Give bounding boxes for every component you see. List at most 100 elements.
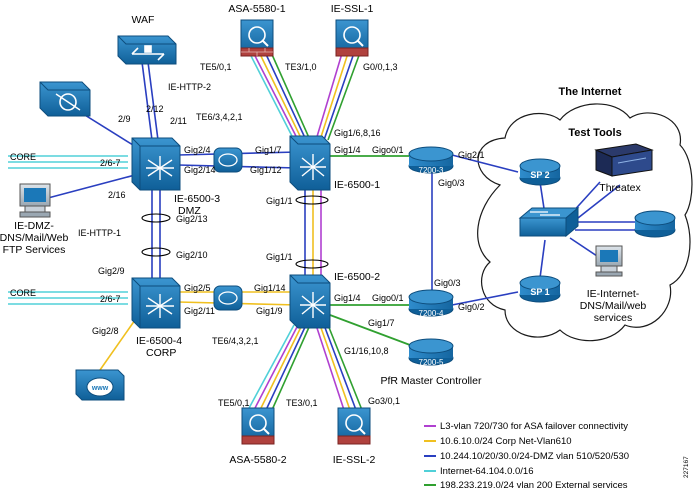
port-gig2-13: Gig2/13 bbox=[176, 214, 208, 224]
test-tools-title: Test Tools bbox=[568, 127, 621, 139]
port-gig0-3-top: Gig0/3 bbox=[438, 178, 465, 188]
waf-label: WAF bbox=[132, 14, 155, 26]
port-te3-0-1: TE3/0,1 bbox=[286, 398, 318, 408]
router-7200-4[interactable]: 7200-4 bbox=[408, 289, 454, 318]
port-2-9-top: 2/9 bbox=[118, 114, 131, 124]
ie-6500-3-switch[interactable] bbox=[131, 137, 181, 191]
core-top-label: CORE bbox=[10, 152, 36, 162]
port-gig1-4-bottom: Gig1/4 bbox=[334, 293, 361, 303]
router-7200-5[interactable]: 7200-5 bbox=[408, 338, 454, 367]
port-g0-0-1-3: G0/0,1,3 bbox=[363, 62, 398, 72]
port-go3-0-1: Go3/0,1 bbox=[368, 396, 400, 406]
corp-label: CORP bbox=[146, 347, 176, 359]
fwsm-top[interactable] bbox=[213, 147, 243, 173]
ie-ssl-1-label: IE-SSL-1 bbox=[331, 3, 374, 15]
ie-6500-2-label: IE-6500-2 bbox=[334, 271, 380, 283]
dmz-label: DMZ bbox=[178, 205, 201, 217]
port-gig2-4: Gig2/4 bbox=[184, 145, 211, 155]
router-7200-5-label: 7200-5 bbox=[419, 358, 444, 367]
inet-server-line2: DNS/Mail/web bbox=[580, 300, 647, 312]
port-te6-4321: TE6/4,3,2,1 bbox=[212, 336, 259, 346]
threatex-label: Threatex bbox=[599, 182, 641, 194]
web-server[interactable]: www bbox=[75, 369, 125, 401]
threatex-appliance[interactable] bbox=[594, 143, 654, 177]
port-gig0-3-bottom: Gig0/3 bbox=[434, 278, 461, 288]
ie-ssl-2-device[interactable] bbox=[337, 407, 371, 445]
legend-text-4: 198.233.219.0/24 vlan 200 External servi… bbox=[440, 480, 628, 490]
svg-text:www: www bbox=[91, 385, 109, 392]
dmz-server-line3: FTP Services bbox=[3, 244, 66, 256]
port-te5-0-1-top: TE5/0,1 bbox=[200, 62, 232, 72]
waf-device[interactable] bbox=[117, 35, 177, 65]
port-te6-3421: TE6/3,4,2,1 bbox=[196, 112, 243, 122]
fwsm-bottom[interactable] bbox=[213, 285, 243, 311]
port-gig2-11: Gig2/11 bbox=[184, 306, 215, 316]
legend-text-0: L3-vlan 720/730 for ASA failover connect… bbox=[440, 421, 628, 432]
ie-6500-1-label: IE-6500-1 bbox=[334, 179, 380, 191]
figure-id: 227167 bbox=[683, 456, 690, 478]
port-gig0-2: Gig0/2 bbox=[458, 302, 485, 312]
router-sp2[interactable]: SP 2 bbox=[519, 158, 561, 186]
internet-title: The Internet bbox=[559, 86, 622, 98]
ie-6500-2-switch[interactable] bbox=[289, 274, 331, 329]
port-gig1-9: Gig1/9 bbox=[256, 306, 283, 316]
port-gig1-1-b: Gig1/1 bbox=[266, 252, 293, 262]
asa-5580-1-label: ASA-5580-1 bbox=[228, 3, 285, 15]
port-2-11: 2/11 bbox=[170, 116, 187, 126]
ie-6500-4-switch[interactable] bbox=[131, 277, 181, 329]
ie-ssl-2-label: IE-SSL-2 bbox=[333, 454, 376, 466]
port-2-12: 2/12 bbox=[146, 104, 164, 114]
port-gig1-4-top: Gig1/4 bbox=[334, 145, 361, 155]
port-gigo0-1-bottom: Gigo0/1 bbox=[372, 293, 404, 303]
router-7200-3[interactable]: 7200-3 bbox=[408, 146, 454, 175]
dmz-server[interactable] bbox=[19, 183, 51, 218]
port-gig1-14: Gig1/14 bbox=[254, 283, 286, 293]
asa-5580-1-device[interactable] bbox=[240, 19, 274, 57]
port-gig1-12: Gig1/12 bbox=[250, 165, 282, 175]
port-gig2-1: Gig2/1 bbox=[458, 150, 485, 160]
ie-http-1-label: IE-HTTP-1 bbox=[78, 228, 121, 238]
dmz-server-line1: IE-DMZ- bbox=[14, 220, 54, 232]
ids-appliance[interactable] bbox=[39, 81, 91, 117]
router-sp1[interactable]: SP 1 bbox=[519, 275, 561, 303]
asa-5580-2-device[interactable] bbox=[241, 407, 275, 445]
ie-6500-1-switch[interactable] bbox=[289, 135, 331, 191]
port-2-6-7-top: 2/6-7 bbox=[100, 158, 121, 168]
port-te5-0-1-bottom: TE5/0,1 bbox=[218, 398, 250, 408]
links bbox=[8, 49, 640, 411]
ie-http-2-label: IE-HTTP-2 bbox=[168, 82, 211, 92]
test-tools-switch[interactable] bbox=[518, 206, 580, 238]
port-gig2-10: Gig2/10 bbox=[176, 250, 208, 260]
link-bundles bbox=[141, 195, 329, 269]
dmz-server-line2: DNS/Mail/Web bbox=[0, 232, 68, 244]
port-gig1-1-a: Gig1/1 bbox=[266, 196, 293, 206]
ie-ssl-1-device[interactable] bbox=[335, 19, 369, 57]
router-7200-3-label: 7200-3 bbox=[419, 166, 444, 175]
port-g1-16-10-8: G1/16,10,8 bbox=[344, 346, 389, 356]
legend: L3-vlan 720/730 for ASA failover connect… bbox=[424, 421, 629, 490]
pfr-label: PfR Master Controller bbox=[381, 375, 482, 387]
router-sp2-label: SP 2 bbox=[530, 170, 549, 180]
router-7200-4-label: 7200-4 bbox=[419, 309, 444, 318]
legend-text-2: 10.244.10/20/30.0/24-DMZ vlan 510/520/53… bbox=[440, 451, 629, 462]
legend-text-3: Internet-64.104.0.0/16 bbox=[440, 466, 534, 477]
legend-text-1: 10.6.10.0/24 Corp Net-Vlan610 bbox=[440, 436, 572, 447]
internet-server[interactable] bbox=[595, 245, 623, 277]
router-sp1-label: SP 1 bbox=[530, 287, 549, 297]
inet-server-line1: IE-Internet- bbox=[587, 288, 640, 300]
port-gigo0-1-top: Gigo0/1 bbox=[372, 145, 404, 155]
router-test-tools[interactable] bbox=[634, 210, 676, 238]
core-bottom-label: CORE bbox=[10, 288, 36, 298]
port-gig2-8: Gig2/8 bbox=[92, 326, 119, 336]
ie-6500-4-label: IE-6500-4 bbox=[136, 335, 182, 347]
port-gig2-9: Gig2/9 bbox=[98, 266, 125, 276]
port-gig1-7-top: Gig1/7 bbox=[255, 145, 282, 155]
port-labels: CORE CORE IE-HTTP-2 IE-HTTP-1 2/9 2/12 2… bbox=[10, 62, 485, 408]
inet-server-line3: services bbox=[594, 312, 633, 324]
port-gig1-7-bottom: Gig1/7 bbox=[368, 318, 395, 328]
asa-5580-2-label: ASA-5580-2 bbox=[229, 454, 286, 466]
port-te3-1-0: TE3/1,0 bbox=[285, 62, 317, 72]
port-2-6-7-bottom: 2/6-7 bbox=[100, 294, 121, 304]
port-gig1-6-8-16: Gig1/6,8,16 bbox=[334, 128, 381, 138]
